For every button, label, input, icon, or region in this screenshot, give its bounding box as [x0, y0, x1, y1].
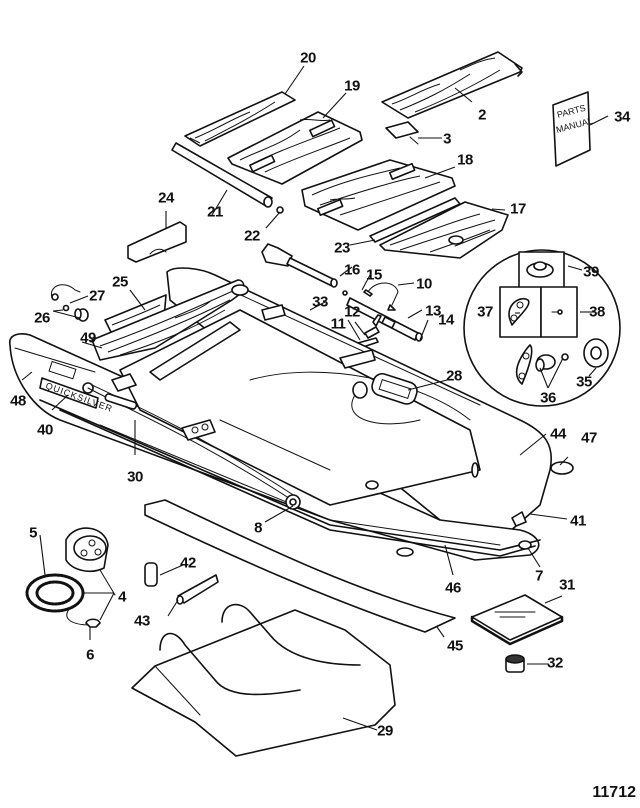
callout-33[interactable]: 33 [312, 293, 328, 311]
callout-17[interactable]: 17 [510, 200, 526, 218]
callout-5[interactable]: 5 [29, 524, 37, 542]
callout-29[interactable]: 29 [377, 722, 393, 740]
callout-4[interactable]: 4 [118, 588, 126, 606]
part-16-oar [261, 243, 338, 288]
callout-44[interactable]: 44 [550, 425, 566, 443]
callout-40[interactable]: 40 [37, 421, 53, 439]
callout-7[interactable]: 7 [535, 567, 543, 585]
callout-36[interactable]: 36 [540, 389, 556, 407]
part-19-floor-board [227, 111, 363, 185]
callout-38[interactable]: 38 [589, 303, 605, 321]
part-47-patch [550, 461, 574, 475]
part-43-glue-tube [176, 574, 219, 605]
callout-27[interactable]: 27 [89, 287, 105, 305]
callout-24[interactable]: 24 [158, 189, 174, 207]
callout-30[interactable]: 30 [127, 468, 143, 486]
callout-39[interactable]: 39 [583, 263, 599, 281]
callout-3[interactable]: 3 [443, 130, 451, 148]
callout-23[interactable]: 23 [334, 239, 350, 257]
callout-16[interactable]: 16 [344, 261, 360, 279]
callout-25[interactable]: 25 [112, 273, 128, 291]
part-45-keel-strip [144, 499, 456, 633]
leader-lines [21, 65, 609, 731]
callout-34[interactable]: 34 [614, 108, 630, 126]
callout-22[interactable]: 22 [244, 227, 260, 245]
callout-45[interactable]: 45 [447, 637, 463, 655]
callout-6[interactable]: 6 [86, 646, 94, 664]
callout-35[interactable]: 35 [576, 373, 592, 391]
callout-49[interactable]: 49 [80, 329, 96, 347]
oar-hardware [342, 282, 423, 349]
callout-14[interactable]: 14 [438, 311, 454, 329]
part-18-middle-floor-board [301, 159, 456, 231]
callout-10[interactable]: 10 [416, 275, 432, 293]
part-31-repair-kit [470, 594, 564, 646]
part-3-clip [385, 121, 419, 145]
callout-13[interactable]: 13 [425, 302, 441, 320]
callout-21[interactable]: 21 [207, 203, 223, 221]
part-29-carry-bag [131, 603, 396, 757]
part-4-foot-pump [65, 527, 116, 596]
part-17-stern-floor-board [369, 197, 509, 259]
inflatable-boat-hull: QUICKSILVER [8, 267, 552, 561]
callout-18[interactable]: 18 [457, 151, 473, 169]
callout-15[interactable]: 15 [366, 266, 382, 284]
callout-19[interactable]: 19 [344, 77, 360, 95]
part-34-parts-manual: PARTS MANUAL [552, 91, 594, 167]
callout-20[interactable]: 20 [300, 49, 316, 67]
part-22-stringer-cap [276, 206, 284, 214]
part-21-side-stringer [171, 142, 273, 208]
callout-43[interactable]: 43 [134, 612, 150, 630]
part-32-valve-wrench [505, 654, 525, 673]
callout-26[interactable]: 26 [34, 309, 50, 327]
callout-42[interactable]: 42 [180, 554, 196, 572]
callout-46[interactable]: 46 [445, 579, 461, 597]
part-42-adhesive [144, 562, 158, 587]
callout-47[interactable]: 47 [581, 429, 597, 447]
part-5-pump-hose [25, 573, 91, 626]
callout-41[interactable]: 41 [570, 512, 586, 530]
callout-12[interactable]: 12 [344, 303, 360, 321]
callout-31[interactable]: 31 [559, 576, 575, 594]
callout-32[interactable]: 32 [547, 654, 563, 672]
part-20-floor-stringer [184, 91, 296, 147]
callout-11[interactable]: 11 [330, 315, 346, 333]
part-24-seat-bag [127, 221, 187, 263]
part-2-bow-floor-board [381, 51, 523, 119]
part-26-27-valve-parts [50, 284, 89, 322]
callout-37[interactable]: 37 [477, 303, 493, 321]
callout-28[interactable]: 28 [446, 367, 462, 385]
valve-detail-circle [463, 249, 621, 407]
part-6-hose-adapter [85, 618, 101, 628]
callout-2[interactable]: 2 [478, 106, 486, 124]
callout-8[interactable]: 8 [254, 519, 262, 537]
callout-48[interactable]: 48 [10, 392, 26, 410]
figure-number: 11712 [592, 784, 636, 801]
